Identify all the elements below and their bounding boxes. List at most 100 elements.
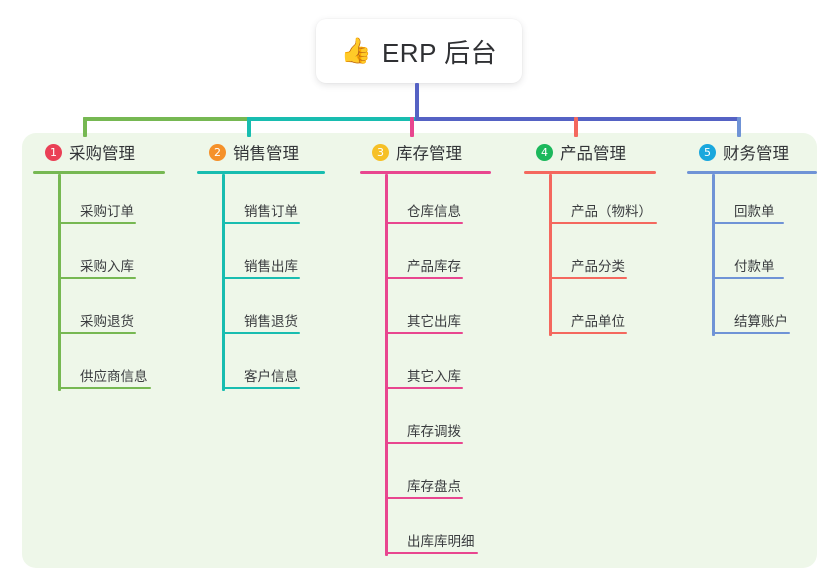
branch-title: 销售管理 [233, 145, 299, 163]
branch-spine [712, 174, 715, 336]
branch-title: 财务管理 [723, 145, 789, 163]
branch-stem-4 [574, 117, 578, 137]
leaf-node[interactable]: 供应商信息 [58, 339, 165, 394]
leaf-label: 销售出库 [244, 259, 298, 274]
leaf-underline [385, 387, 463, 389]
leaf-node[interactable]: 产品（物料） [549, 174, 657, 229]
leaf-label: 付款单 [734, 259, 775, 274]
branch-number-badge: 5 [699, 143, 716, 161]
leaf-node[interactable]: 产品分类 [549, 229, 656, 284]
leaf-label: 出库库明细 [407, 534, 475, 549]
leaf-node[interactable]: 仓库信息 [385, 174, 491, 229]
branch-header-1[interactable]: 1 采购管理 [33, 139, 165, 165]
branch-column-1: 1 采购管理采购订单采购入库采购退货供应商信息 [33, 139, 165, 394]
leaf-node[interactable]: 销售出库 [222, 229, 325, 284]
leaf-label: 采购入库 [80, 259, 134, 274]
leaf-label: 采购退货 [80, 314, 134, 329]
branch-header-5[interactable]: 5 财务管理 [687, 139, 817, 165]
leaf-underline [58, 332, 136, 334]
leaf-underline [385, 277, 463, 279]
branch-underline [524, 171, 656, 174]
leaf-label: 采购订单 [80, 204, 134, 219]
branch-column-2: 2 销售管理销售订单销售出库销售退货客户信息 [197, 139, 325, 394]
leaf-underline [385, 222, 463, 224]
leaf-label: 供应商信息 [80, 369, 148, 384]
leaf-label: 销售订单 [244, 204, 298, 219]
leaf-underline [222, 222, 300, 224]
bus-segment-2 [247, 117, 419, 121]
branch-body-1: 采购订单采购入库采购退货供应商信息 [58, 174, 165, 394]
bus-segment-3 [415, 117, 741, 121]
diagram-panel [22, 133, 817, 568]
branch-stem-2 [247, 117, 251, 137]
leaf-underline [222, 387, 300, 389]
branch-number-badge: 1 [45, 143, 62, 161]
leaf-label: 产品分类 [571, 259, 625, 274]
branch-stem-5 [737, 117, 741, 137]
branch-title: 库存管理 [396, 145, 462, 163]
leaf-label: 回款单 [734, 204, 775, 219]
branch-header-4[interactable]: 4 产品管理 [524, 139, 656, 165]
leaf-underline [549, 277, 627, 279]
leaf-underline [549, 222, 657, 224]
branch-underline [687, 171, 817, 174]
leaf-node[interactable]: 采购订单 [58, 174, 165, 229]
leaf-underline [385, 442, 463, 444]
leaf-label: 仓库信息 [407, 204, 461, 219]
branch-stem-1 [83, 117, 87, 137]
branch-body-4: 产品（物料） 产品分类产品单位 [549, 174, 657, 339]
leaf-node[interactable]: 结算账户 [712, 284, 817, 339]
leaf-node[interactable]: 库存盘点 [385, 449, 491, 504]
leaf-node[interactable]: 其它入库 [385, 339, 491, 394]
branch-number-badge: 4 [536, 143, 553, 161]
branch-underline [360, 171, 491, 174]
leaf-node[interactable]: 采购退货 [58, 284, 165, 339]
bus-segment-1 [83, 117, 251, 121]
leaf-underline [712, 222, 784, 224]
leaf-node[interactable]: 客户信息 [222, 339, 325, 394]
branch-underline [197, 171, 325, 174]
leaf-label: 其它入库 [407, 369, 461, 384]
leaf-label: 库存盘点 [407, 479, 461, 494]
branch-title: 产品管理 [560, 145, 626, 163]
branch-underline [33, 171, 165, 174]
leaf-node[interactable]: 其它出库 [385, 284, 491, 339]
leaf-underline [58, 277, 136, 279]
leaf-node[interactable]: 出库库明细 [385, 504, 491, 559]
branch-body-3: 仓库信息产品库存其它出库其它入库库存调拨库存盘点出库库明细 [385, 174, 491, 559]
root-node[interactable]: 👍 ERP 后台 [316, 19, 522, 83]
leaf-underline [222, 332, 300, 334]
leaf-underline [385, 332, 463, 334]
leaf-label: 销售退货 [244, 314, 298, 329]
leaf-node[interactable]: 销售订单 [222, 174, 325, 229]
leaf-node[interactable]: 库存调拨 [385, 394, 491, 449]
leaf-label: 产品单位 [571, 314, 625, 329]
leaf-underline [712, 277, 784, 279]
leaf-label: 客户信息 [244, 369, 298, 384]
leaf-underline [58, 222, 136, 224]
branch-number-badge: 2 [209, 143, 226, 161]
leaf-node[interactable]: 产品单位 [549, 284, 656, 339]
leaf-underline [385, 497, 463, 499]
thumbs-up-icon: 👍 [340, 36, 372, 65]
leaf-label: 库存调拨 [407, 424, 461, 439]
leaf-node[interactable]: 采购入库 [58, 229, 165, 284]
leaf-underline [549, 332, 627, 334]
branch-body-2: 销售订单销售出库销售退货客户信息 [222, 174, 325, 394]
leaf-underline [712, 332, 790, 334]
leaf-node[interactable]: 产品库存 [385, 229, 491, 284]
branch-column-5: 5 财务管理回款单付款单结算账户 [687, 139, 817, 339]
leaf-node[interactable]: 销售退货 [222, 284, 325, 339]
leaf-node[interactable]: 付款单 [712, 229, 817, 284]
leaf-label: 结算账户 [734, 314, 788, 329]
branch-body-5: 回款单付款单结算账户 [712, 174, 817, 339]
branch-column-4: 4 产品管理产品（物料） 产品分类产品单位 [524, 139, 657, 339]
leaf-label: 产品（物料） [571, 204, 652, 219]
root-node-title: ERP 后台 [381, 37, 498, 68]
branch-header-2[interactable]: 2 销售管理 [197, 139, 325, 165]
leaf-node[interactable]: 回款单 [712, 174, 817, 229]
branch-title: 采购管理 [69, 145, 135, 163]
